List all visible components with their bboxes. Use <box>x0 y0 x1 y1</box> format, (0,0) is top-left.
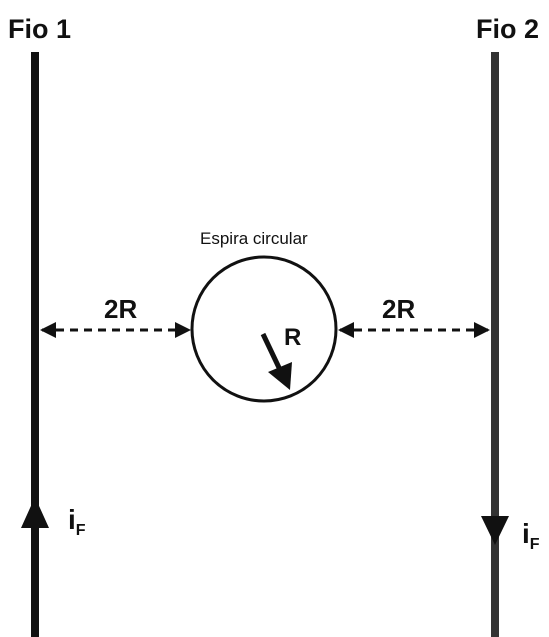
current-symbol: i <box>522 518 530 549</box>
distance-left-arrowhead-left-icon <box>40 322 56 338</box>
distance-left-label: 2R <box>104 294 138 324</box>
distance-left-arrowhead-right-icon <box>175 322 191 338</box>
wire-2-current-label: iF <box>522 520 540 553</box>
current-subscript: F <box>75 522 86 539</box>
distance-right-arrowhead-left-icon <box>338 322 354 338</box>
wire-1-label: Fio 1 <box>8 14 72 44</box>
current-symbol: i <box>68 504 76 535</box>
radius-arrow <box>260 332 285 376</box>
wire-2-label: Fio 2 <box>476 14 540 44</box>
radius-label: R <box>284 324 302 351</box>
wire-1-current-arrow-icon <box>21 497 49 528</box>
distance-right-label: 2R <box>382 294 416 324</box>
distance-right-arrowhead-right-icon <box>474 322 490 338</box>
wire-2-current-arrow-icon <box>481 516 509 545</box>
circular-loop <box>190 255 338 403</box>
loop-label: Espira circular <box>200 229 308 248</box>
wire-1-current-label: iF <box>68 506 86 539</box>
radius-arrowhead-icon <box>268 362 292 390</box>
current-subscript: F <box>529 536 540 553</box>
